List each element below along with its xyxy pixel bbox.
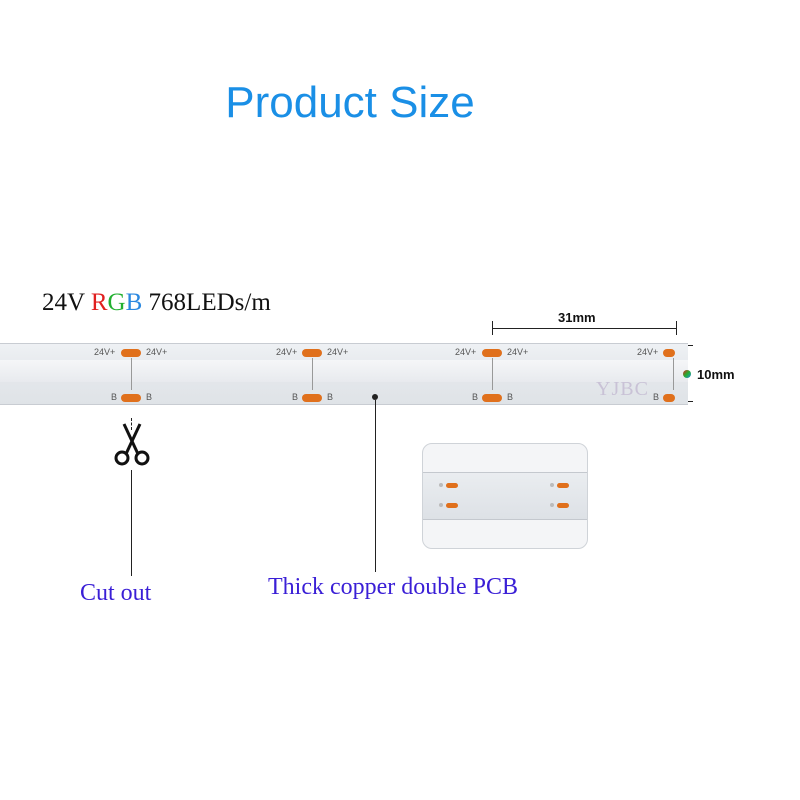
pad-label: B bbox=[146, 392, 153, 402]
pad-label: 24V+ bbox=[455, 347, 477, 357]
segment-tick-left bbox=[492, 321, 493, 335]
via-dot bbox=[439, 483, 443, 487]
pad-label: B bbox=[327, 392, 334, 402]
pad-label: 24V+ bbox=[637, 347, 659, 357]
spec-rgb-r: R bbox=[90, 289, 108, 316]
pad-label: B bbox=[292, 392, 299, 402]
cut-line bbox=[673, 358, 674, 390]
segment-tick-right bbox=[676, 321, 677, 335]
pcb-callout-label: Thick copper double PCB bbox=[268, 574, 518, 600]
pad-label: B bbox=[472, 392, 479, 402]
scissors-icon bbox=[112, 420, 152, 473]
solder-pad bbox=[302, 394, 322, 402]
cut-line bbox=[131, 358, 132, 390]
pad-label: 24V+ bbox=[327, 347, 349, 357]
pad-label: B bbox=[507, 392, 514, 402]
back-pad bbox=[557, 483, 569, 488]
solder-pad bbox=[663, 349, 675, 357]
pcb-callout-line bbox=[375, 400, 376, 572]
back-pad bbox=[557, 503, 569, 508]
led-strip: 24V+ 24V+ B B 24V+ 24V+ B B 24V+ 24V+ B … bbox=[0, 343, 688, 405]
cut-line bbox=[312, 358, 313, 390]
solder-pad bbox=[121, 394, 141, 402]
via-dot bbox=[550, 483, 554, 487]
pcb-back-strip bbox=[423, 472, 587, 520]
cut-callout-label: Cut out bbox=[80, 580, 152, 606]
solder-pad bbox=[482, 349, 502, 357]
segment-length-label: 31mm bbox=[558, 310, 596, 325]
pad-label: B bbox=[111, 392, 118, 402]
pad-label: 24V+ bbox=[507, 347, 529, 357]
via-dot bbox=[439, 503, 443, 507]
cut-callout-line bbox=[131, 470, 132, 576]
pcb-back-inset bbox=[422, 443, 588, 549]
cut-line bbox=[492, 358, 493, 390]
solder-pad bbox=[302, 349, 322, 357]
solder-pad bbox=[663, 394, 675, 402]
solder-pad bbox=[482, 394, 502, 402]
spec-rgb-g: G bbox=[107, 289, 126, 316]
pcb-callout-dot bbox=[372, 394, 378, 400]
pad-label: 24V+ bbox=[276, 347, 298, 357]
spec-voltage: 24V bbox=[42, 289, 85, 316]
cut-dashed-line bbox=[131, 418, 133, 430]
pad-label: 24V+ bbox=[146, 347, 168, 357]
pad-label: 24V+ bbox=[94, 347, 116, 357]
back-pad bbox=[446, 503, 458, 508]
page-title: Product Size bbox=[225, 78, 475, 127]
spec-rgb-b: B bbox=[125, 289, 143, 316]
rgb-logo-dot bbox=[683, 370, 691, 378]
spec-density: 768LEDs/m bbox=[148, 289, 271, 316]
segment-dimension-line bbox=[492, 328, 676, 329]
pad-label: B bbox=[653, 392, 660, 402]
strip-width-label: 10mm bbox=[697, 367, 735, 382]
cob-led-band bbox=[0, 360, 688, 382]
spec-line: 24V RGB 768LEDs/m bbox=[42, 289, 271, 317]
brand-watermark: YJBC bbox=[596, 378, 649, 400]
via-dot bbox=[550, 503, 554, 507]
back-pad bbox=[446, 483, 458, 488]
solder-pad bbox=[121, 349, 141, 357]
